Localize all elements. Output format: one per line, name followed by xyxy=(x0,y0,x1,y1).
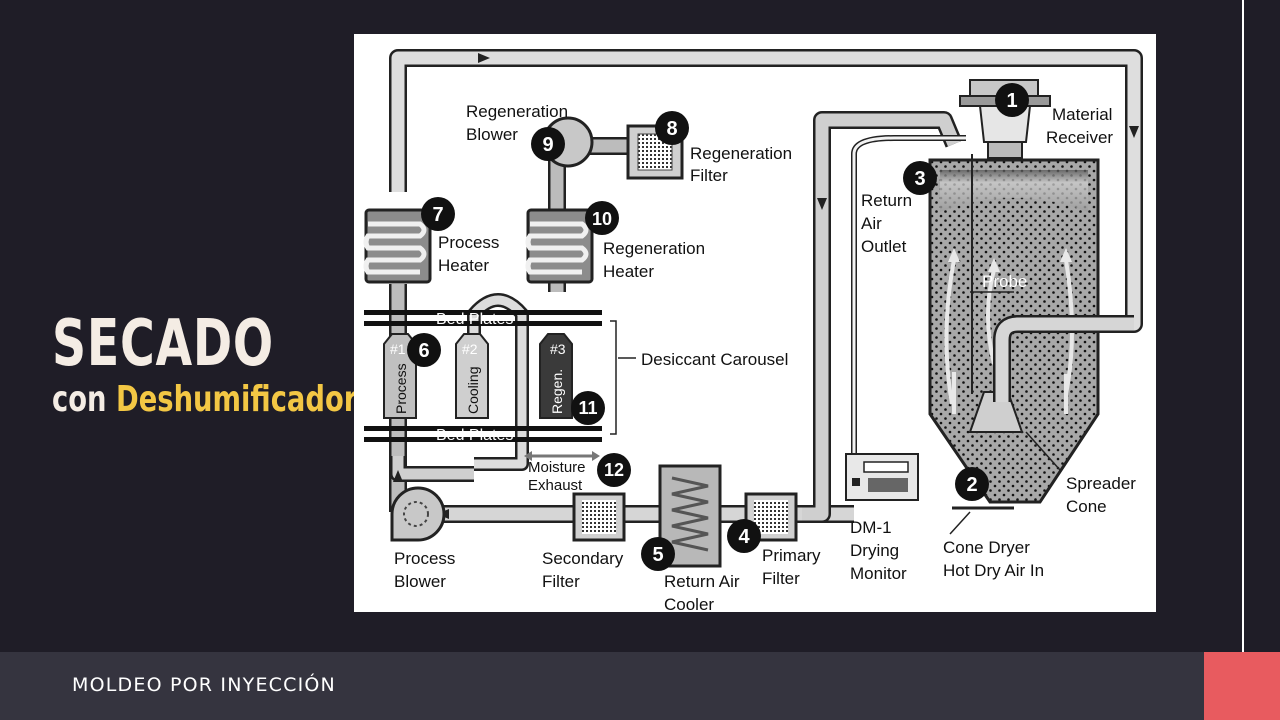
desiccant-bed-2 xyxy=(455,333,489,419)
label-regeneration-blower-2: Blower xyxy=(466,125,518,144)
label-bed3-name: Regen. xyxy=(549,369,565,414)
footer-bar: MOLDEO POR INYECCIÓN xyxy=(0,652,1280,720)
flow-arrows xyxy=(393,53,1139,519)
label-dm1-1: DM-1 xyxy=(850,518,892,537)
svg-text:2: 2 xyxy=(966,474,977,496)
label-process-heater-1: Process xyxy=(438,233,499,252)
marker-1: 1 xyxy=(995,83,1029,117)
label-primary-filter-1: Primary xyxy=(762,546,821,565)
svg-text:11: 11 xyxy=(578,398,597,418)
svg-text:7: 7 xyxy=(432,204,443,226)
label-spreader-cone-2: Cone xyxy=(1066,497,1107,516)
label-regeneration-blower-1: Regeneration xyxy=(466,102,568,121)
regeneration-heater-icon xyxy=(525,208,594,284)
label-spreader-cone-1: Spreader xyxy=(1066,474,1136,493)
svg-text:1: 1 xyxy=(1006,90,1017,112)
desiccant-bed-3 xyxy=(539,333,573,419)
label-regeneration-filter-2: Filter xyxy=(690,166,728,185)
label-process-blower-1: Process xyxy=(394,549,455,568)
slide-title: SECADO xyxy=(52,307,274,381)
marker-8: 8 xyxy=(655,111,689,145)
subtitle-highlight: Deshumificador xyxy=(116,379,358,420)
label-cone-dryer-2: Hot Dry Air In xyxy=(943,561,1044,580)
footer-accent-block xyxy=(1204,652,1280,720)
dm1-drying-monitor-icon xyxy=(845,453,919,501)
svg-text:3: 3 xyxy=(914,168,925,190)
label-bed2-name: Cooling xyxy=(465,367,481,414)
dryer-diagram-svg: 1 2 3 4 5 6 7 8 9 10 11 12 Regeneration … xyxy=(363,49,1143,612)
label-process-heater-2: Heater xyxy=(438,256,489,275)
label-probe: Probe xyxy=(982,272,1027,291)
label-return-air-outlet-2: Air xyxy=(861,214,882,233)
label-moisture-exhaust-2: Exhaust xyxy=(528,477,583,494)
svg-text:6: 6 xyxy=(418,340,429,362)
marker-3: 3 xyxy=(903,161,937,195)
vertical-divider-line xyxy=(1242,0,1244,652)
label-secondary-filter-1: Secondary xyxy=(542,549,624,568)
primary-filter-icon xyxy=(744,492,798,542)
label-material-receiver-1: Material xyxy=(1052,105,1112,124)
label-bed3-num: #3 xyxy=(550,341,566,357)
label-process-blower-2: Blower xyxy=(394,572,446,591)
marker-5: 5 xyxy=(641,537,675,571)
svg-text:4: 4 xyxy=(738,526,750,548)
label-dm1-2: Drying xyxy=(850,541,899,560)
slide-subtitle: con Deshumificador xyxy=(52,380,357,420)
label-bed2-num: #2 xyxy=(462,341,478,357)
process-heater-icon xyxy=(363,208,432,284)
marker-9: 9 xyxy=(531,127,565,161)
label-bed1-name: Process xyxy=(393,363,409,414)
label-bed-plates-top: Bed Plates xyxy=(436,311,513,328)
marker-11: 11 xyxy=(571,391,605,425)
label-cone-dryer-1: Cone Dryer xyxy=(943,538,1030,557)
svg-text:12: 12 xyxy=(604,460,624,480)
label-primary-filter-2: Filter xyxy=(762,569,800,588)
svg-text:8: 8 xyxy=(666,118,677,140)
label-return-air-cooler-1: Return Air xyxy=(664,572,740,591)
label-regeneration-heater-1: Regeneration xyxy=(603,239,705,258)
marker-12: 12 xyxy=(597,453,631,487)
process-blower-icon xyxy=(390,486,446,542)
carousel-bracket xyxy=(610,320,617,435)
secondary-filter-icon xyxy=(572,492,626,542)
title-block: SECADO con Deshumificador xyxy=(52,307,357,420)
svg-text:5: 5 xyxy=(652,544,663,566)
label-return-air-outlet-1: Return xyxy=(861,191,912,210)
subtitle-prefix: con xyxy=(52,379,107,420)
marker-2: 2 xyxy=(955,467,989,501)
label-return-air-outlet-3: Outlet xyxy=(861,237,907,256)
label-return-air-cooler-2: Cooler xyxy=(664,595,714,612)
label-moisture-exhaust-1: Moisture xyxy=(528,459,586,476)
marker-7: 7 xyxy=(421,197,455,231)
marker-6: 6 xyxy=(407,333,441,367)
label-secondary-filter-2: Filter xyxy=(542,572,580,591)
label-material-receiver-2: Receiver xyxy=(1046,128,1113,147)
bed-plates xyxy=(364,310,602,442)
footer-text: MOLDEO POR INYECCIÓN xyxy=(72,674,336,696)
marker-10: 10 xyxy=(585,201,619,235)
svg-text:10: 10 xyxy=(592,209,612,229)
svg-text:9: 9 xyxy=(542,134,553,156)
label-bed1-num: #1 xyxy=(390,341,406,357)
label-desiccant-carousel: Desiccant Carousel xyxy=(641,350,788,369)
dryer-diagram: 1 2 3 4 5 6 7 8 9 10 11 12 Regeneration … xyxy=(354,34,1156,612)
label-bed-plates-bottom: Bed Plates xyxy=(436,427,513,444)
label-regeneration-heater-2: Heater xyxy=(603,262,654,281)
marker-4: 4 xyxy=(727,519,761,553)
label-regeneration-filter-1: Regeneration xyxy=(690,144,792,163)
label-dm1-3: Monitor xyxy=(850,564,907,583)
